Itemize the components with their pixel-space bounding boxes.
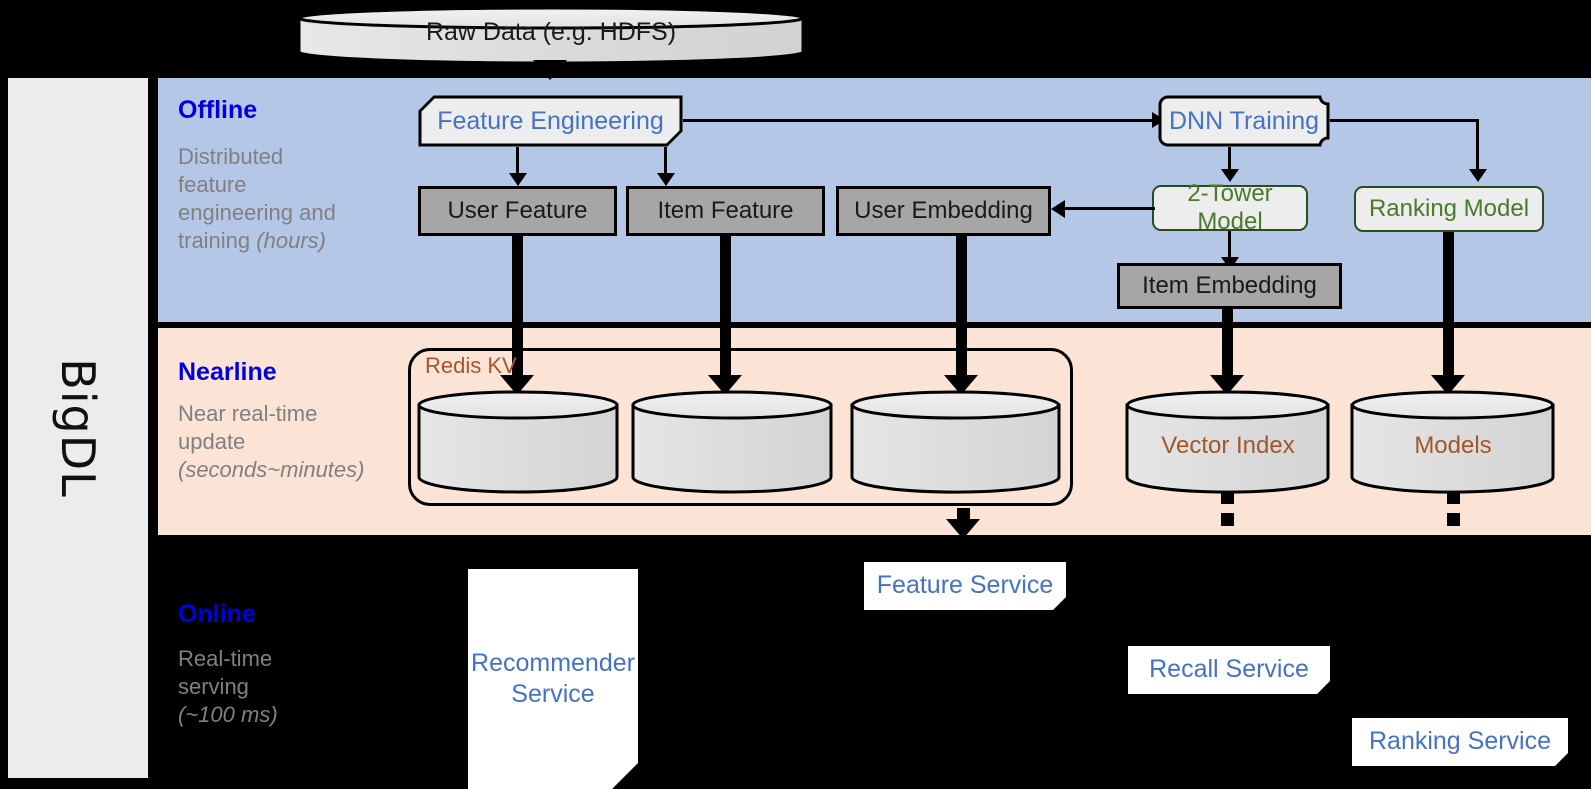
- connector-vectorindex-to-recall-2: [1221, 513, 1234, 526]
- bigdl-framework-panel: BigDL: [8, 78, 148, 778]
- online-stage-description: Real-time serving (~100 ms): [178, 645, 393, 729]
- user-feature-label: User Feature: [447, 197, 588, 224]
- nearline-desc-line2: update: [178, 429, 246, 455]
- dnn-training-label: DNN Training: [1168, 106, 1320, 135]
- connector-dnn-to-twotower: [1228, 147, 1231, 171]
- connector-dnn-to-ranking-h: [1330, 119, 1478, 122]
- connector-twotower-to-userembedding: [1065, 207, 1155, 210]
- ranking-service-node[interactable]: Ranking Service: [1352, 718, 1568, 766]
- two-tower-model-label: 2-Tower Model: [1187, 180, 1273, 235]
- item-embedding-label: Item Embedding: [1142, 272, 1317, 299]
- connector-userembedding-to-store3: [956, 236, 967, 381]
- item-embedding-node[interactable]: Item Embedding: [1117, 263, 1342, 309]
- offline-stage-description: Distributed feature engineering and trai…: [178, 143, 393, 256]
- arrowhead-fe-to-userfeature: [509, 173, 527, 186]
- arrowhead-itemembedding-to-vectorindex: [1210, 375, 1244, 395]
- recommender-service-label-line1: Recommender: [471, 648, 635, 677]
- arrowhead-userembedding-to-store3: [944, 375, 978, 395]
- online-latency: (~100 ms): [178, 702, 278, 728]
- online-desc-line1: Real-time: [178, 646, 273, 671]
- arrowhead-fe-to-itemfeature: [657, 173, 675, 186]
- item-feature-node[interactable]: Item Feature: [626, 186, 825, 236]
- arrowhead-twotower-to-userembedding: [1051, 200, 1065, 218]
- arrowhead-dnn-to-twotower: [1221, 169, 1239, 182]
- ranking-model-node[interactable]: Ranking Model: [1354, 186, 1544, 232]
- connector-dnn-to-ranking-v: [1476, 119, 1479, 171]
- connector-fe-to-itemfeature: [664, 147, 667, 175]
- bigdl-label: BigDL: [51, 358, 105, 498]
- raw-data-store[interactable]: Raw Data (e.g. HDFS): [296, 6, 806, 65]
- two-tower-model-node[interactable]: 2-Tower Model: [1152, 180, 1308, 235]
- redis-store-3[interactable]: [849, 389, 1063, 494]
- connector-rankingmodel-to-models: [1443, 232, 1454, 381]
- ranking-service-label: Ranking Service: [1368, 727, 1552, 756]
- recommender-service-node[interactable]: Recommender Service: [468, 569, 638, 789]
- recall-service-label: Recall Service: [1149, 655, 1309, 684]
- vector-index-store[interactable]: Vector Index: [1124, 389, 1332, 494]
- vector-index-label: Vector Index: [1161, 432, 1295, 459]
- online-desc-line2: serving: [178, 674, 249, 700]
- ranking-model-label: Ranking Model: [1368, 195, 1530, 222]
- redis-kv-label: Redis KV: [425, 353, 517, 378]
- arrowhead-rankingmodel-to-models: [1431, 375, 1465, 395]
- redis-kv-group[interactable]: [408, 348, 1073, 506]
- nearline-latency: (seconds~minutes): [178, 457, 365, 483]
- user-embedding-node[interactable]: User Embedding: [836, 186, 1051, 236]
- arrowhead-dnn-to-ranking: [1469, 169, 1487, 182]
- offline-desc-line3: engineering and: [178, 200, 336, 226]
- online-stage-title: Online: [178, 600, 256, 628]
- redis-store-2[interactable]: [630, 389, 835, 494]
- connector-itemfeature-to-store2: [720, 236, 731, 381]
- offline-desc-line4: training: [178, 228, 257, 254]
- nearline-desc-line1: Near real-time: [178, 401, 318, 426]
- offline-stage-title: Offline: [178, 96, 258, 124]
- feature-service-label: Feature Service: [876, 571, 1054, 600]
- raw-data-label: Raw Data (e.g. HDFS): [425, 18, 677, 46]
- redis-store-1[interactable]: [416, 389, 621, 494]
- arrowhead-itemfeature-to-store2: [708, 375, 742, 395]
- connector-models-to-ranking-1: [1447, 491, 1460, 504]
- arrowhead-redis-to-featureservice: [946, 519, 980, 539]
- user-embedding-label: User Embedding: [854, 197, 1033, 224]
- connector-fe-to-userfeature: [516, 147, 519, 175]
- nearline-stage-description: Near real-time update (seconds~minutes): [178, 400, 393, 484]
- connector-userfeature-to-store1: [512, 236, 523, 381]
- arrowhead-rawdata-to-fe: [533, 60, 567, 80]
- connector-models-to-ranking-2: [1447, 513, 1460, 526]
- recall-service-node[interactable]: Recall Service: [1128, 646, 1330, 694]
- feature-engineering-node[interactable]: Feature Engineering: [418, 95, 683, 147]
- item-feature-label: Item Feature: [657, 197, 794, 224]
- offline-desc-line1: Distributed: [178, 144, 284, 169]
- connector-itemembedding-to-vectorindex: [1222, 309, 1233, 381]
- user-feature-node[interactable]: User Feature: [418, 186, 617, 236]
- connector-vectorindex-to-recall-1: [1221, 491, 1234, 504]
- nearline-stage-title: Nearline: [178, 358, 277, 386]
- connector-fe-to-dnn: [683, 119, 1156, 122]
- models-label: Models: [1414, 432, 1492, 459]
- offline-latency: (hours): [256, 228, 326, 254]
- models-store[interactable]: Models: [1349, 389, 1557, 494]
- connector-redis-to-featureservice-stem: [957, 508, 970, 521]
- connector-twotower-to-itemembedding: [1228, 231, 1231, 261]
- offline-desc-line2: feature: [178, 172, 247, 198]
- recommender-service-label-line2: Service: [511, 680, 595, 708]
- dnn-training-node[interactable]: DNN Training: [1158, 95, 1330, 147]
- feature-service-node[interactable]: Feature Service: [864, 562, 1066, 610]
- feature-engineering-label: Feature Engineering: [437, 106, 664, 135]
- arrowhead-userfeature-to-store1: [500, 375, 534, 395]
